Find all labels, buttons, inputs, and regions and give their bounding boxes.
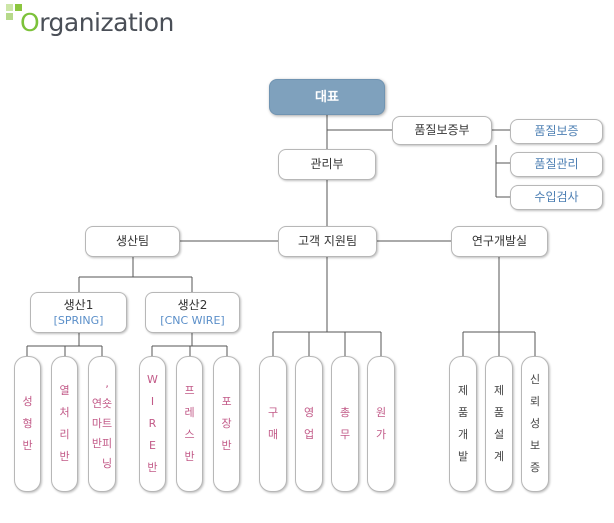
production2-box: 생산2 [CNC WIRE] (145, 292, 240, 333)
unit-char: 포 (221, 395, 232, 408)
unit-char: I (150, 395, 155, 408)
unit-char: 무 (339, 428, 351, 441)
unit-char: 발 (457, 450, 469, 463)
unit-char: 마 (91, 417, 102, 430)
production-team-label: 생산팀 (115, 234, 150, 248)
unit-box: 총 무 (331, 356, 359, 492)
unit-char: 계 (493, 450, 505, 463)
qa-child-label: 수입검사 (534, 190, 579, 204)
rnd-box: 연구개발실 (451, 226, 548, 257)
qa-child-box: 품질보증 (510, 119, 603, 144)
unit-char: 제 (493, 384, 505, 397)
unit-char: 처 (59, 406, 70, 419)
unit-char: 총 (339, 406, 351, 419)
unit-char: 닝 (102, 457, 113, 470)
unit-char: 반 (59, 450, 70, 463)
unit-char: 신 (529, 373, 541, 386)
production1-title: 생산1 (63, 297, 94, 312)
unit-char: 열 (59, 384, 70, 397)
unit-char: 반 (22, 439, 33, 452)
rnd-label: 연구개발실 (471, 234, 528, 248)
unit-box: 성 형 반 (14, 356, 41, 492)
unit-char: 반 (91, 437, 102, 450)
unit-char: 품 (457, 406, 469, 419)
logo-square-icon (6, 4, 13, 11)
unit-char: 제 (457, 384, 469, 397)
unit-box: 프 레 스 반 (176, 356, 203, 492)
unit-char: 품 (493, 406, 505, 419)
production-team-box: 생산팀 (85, 226, 180, 257)
unit-char: 성 (529, 417, 541, 430)
unit-char: 연 (91, 397, 102, 410)
ceo-label: 대표 (315, 89, 339, 105)
unit-char: 레 (184, 406, 195, 419)
unit-char: 반 (184, 450, 195, 463)
unit-char: 숏 (102, 397, 113, 410)
unit-char: 장 (221, 417, 232, 430)
qa-child-label: 품질보증 (534, 124, 579, 138)
admin-dept-label: 관리부 (310, 157, 344, 171)
unit-char: 보 (529, 439, 541, 452)
qa-child-label: 품질관리 (534, 157, 579, 171)
unit-char: 가 (375, 428, 387, 441)
unit-char: 구 (267, 406, 279, 419)
organization-logo: Organization (0, 0, 200, 50)
unit-char: 피 (102, 437, 113, 450)
unit-char: 형 (22, 417, 33, 430)
qa-dept-label: 품질보증부 (414, 123, 470, 137)
logo-title: Organization (20, 8, 174, 37)
unit-char: 개 (457, 428, 469, 441)
unit-char: 업 (303, 428, 315, 441)
unit-char: 프 (184, 384, 195, 397)
qa-dept-box: 품질보증부 (392, 116, 492, 145)
unit-box: 구 매 (259, 356, 287, 492)
unit-char: 성 (22, 395, 33, 408)
unit-char: R (148, 417, 157, 430)
logo-square-icon (6, 13, 13, 20)
unit-char: , (105, 377, 109, 390)
production2-subtitle: [CNC WIRE] (160, 313, 225, 327)
unit-char: 매 (267, 428, 279, 441)
unit-box: 제 품 개 발 (449, 356, 477, 492)
unit-box: W I R E 반 (139, 356, 166, 492)
unit-char: 영 (303, 406, 315, 419)
logo-first-letter: O (20, 8, 40, 37)
unit-box: 신 뢰 성 보 증 (521, 356, 549, 492)
unit-char: 반 (147, 461, 158, 474)
unit-box: 제 품 설 계 (485, 356, 513, 492)
production1-subtitle: [SPRING] (53, 313, 104, 327)
unit-char: 설 (493, 428, 505, 441)
unit-char: 반 (221, 439, 232, 452)
unit-box: 열 처 리 반 (51, 356, 78, 492)
logo-square-icon (15, 4, 22, 11)
unit-char: W (147, 373, 158, 386)
unit-box: 원 가 (367, 356, 395, 492)
unit-char: E (149, 439, 156, 452)
unit-char: 원 (375, 406, 387, 419)
unit-char: 증 (529, 461, 541, 474)
customer-support-box: 고객 지원팀 (278, 226, 377, 257)
unit-char: 트 (102, 417, 113, 430)
qa-child-box: 수입검사 (510, 185, 603, 210)
unit-char: 뢰 (529, 395, 541, 408)
qa-child-box: 품질관리 (510, 152, 603, 177)
unit-box: 영 업 (295, 356, 323, 492)
customer-support-label: 고객 지원팀 (297, 234, 357, 248)
admin-dept-box: 관리부 (278, 149, 376, 180)
production2-title: 생산2 (177, 297, 208, 312)
logo-rest: rganization (39, 8, 174, 37)
production1-box: 생산1 [SPRING] (30, 292, 127, 333)
unit-char: 스 (184, 428, 195, 441)
unit-box: 연 마 반 , 숏 트 피 닝 (88, 356, 116, 492)
unit-box: 포 장 반 (213, 356, 240, 492)
ceo-box: 대표 (269, 79, 385, 115)
unit-char: 리 (59, 428, 70, 441)
